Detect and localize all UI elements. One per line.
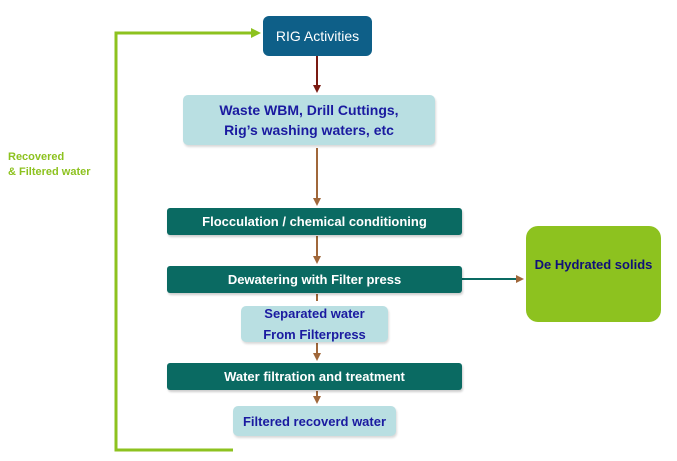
separated-water-box: Separated water From Filterpress [241, 306, 388, 342]
recovered-water-loop [114, 28, 261, 452]
flocculation-box: Flocculation / chemical conditioning [167, 208, 462, 235]
loop-label: Recovered & Filtered water [8, 151, 91, 178]
water-filtration-box: Water filtration and treatment [167, 363, 462, 390]
waste-box: Waste WBM, Drill Cuttings, Rig’s washing… [183, 95, 435, 145]
dehydrated-solids-box: De Hydrated solids [526, 226, 661, 322]
filtered-water-box: Filtered recoverd water [233, 406, 396, 436]
dewatering-box: Dewatering with Filter press [167, 266, 462, 293]
rig-activities-box: RIG Activities [263, 16, 372, 56]
